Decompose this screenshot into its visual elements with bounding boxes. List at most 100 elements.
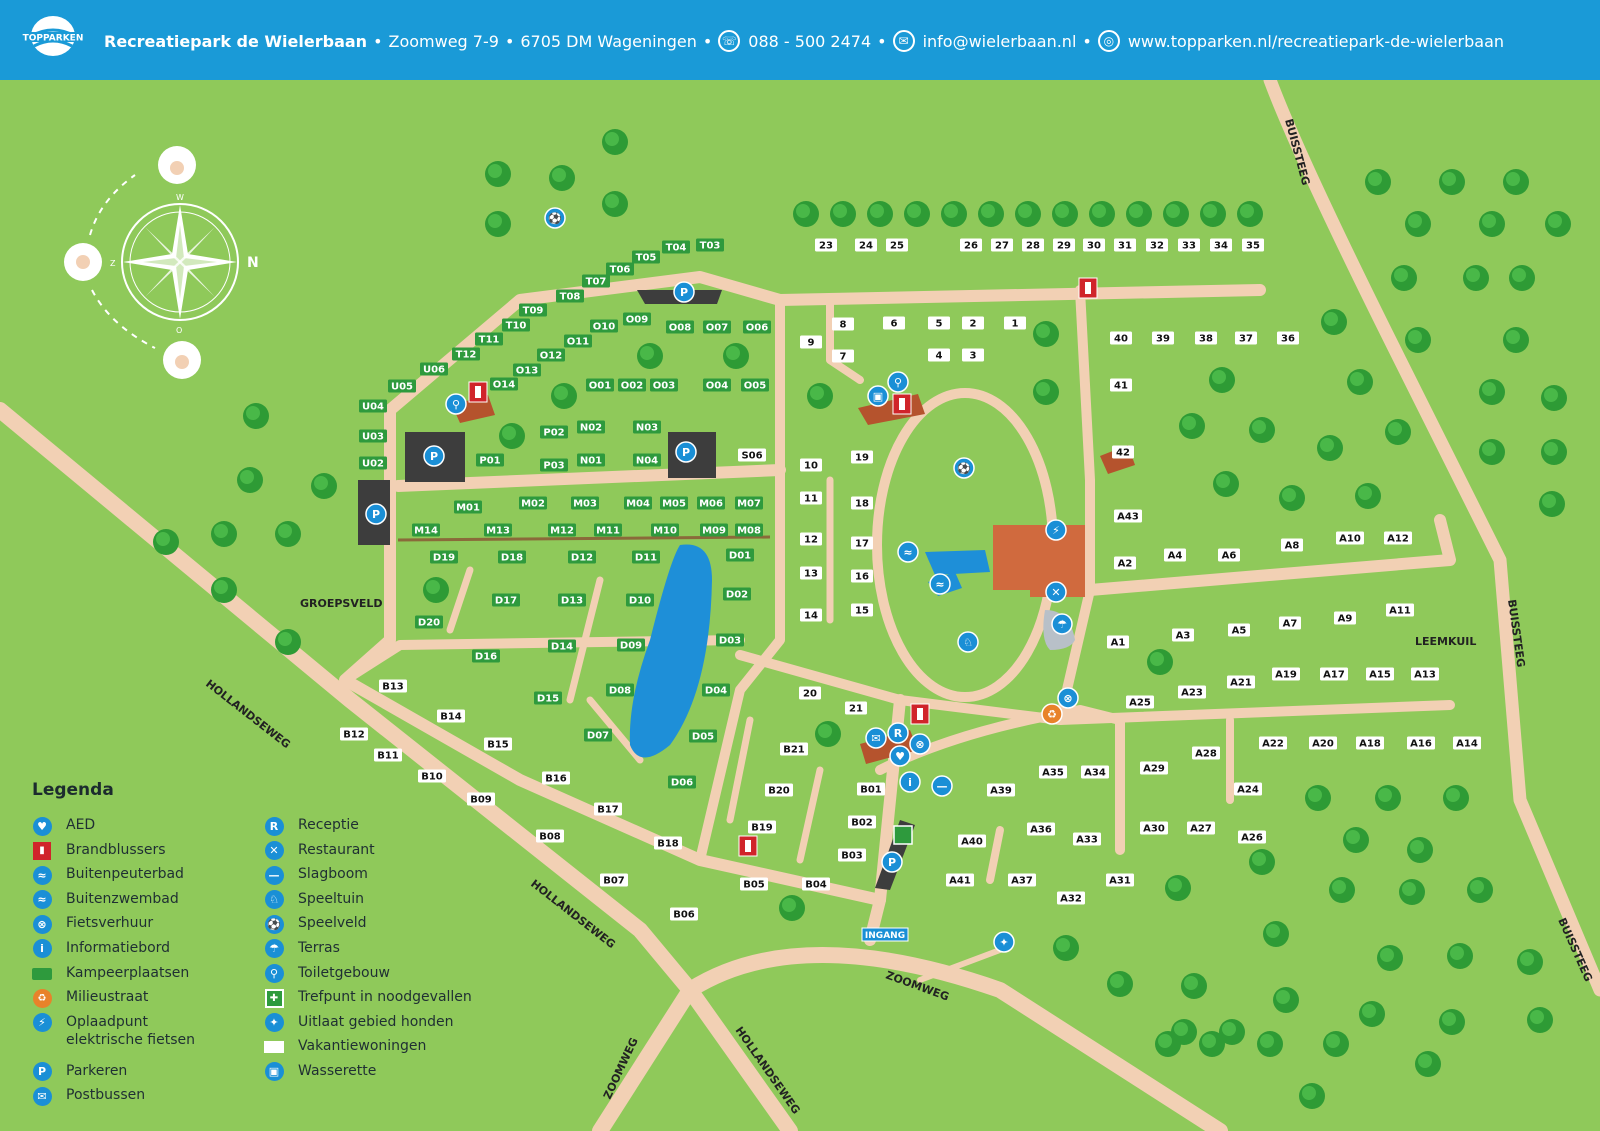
campsite-pitch[interactable]: M14 <box>412 523 440 537</box>
holiday-home-lot[interactable]: 32 <box>1146 238 1168 252</box>
holiday-home-lot[interactable]: 16 <box>851 569 873 583</box>
campsite-pitch[interactable]: N04 <box>633 453 661 467</box>
campsite-pitch[interactable]: M13 <box>484 523 512 537</box>
campsite-pitch[interactable]: M05 <box>660 496 688 510</box>
holiday-home-lot[interactable]: 8 <box>832 317 854 331</box>
campsite-pitch[interactable]: D11 <box>632 550 660 564</box>
phone-link[interactable]: 088 - 500 2474 <box>748 31 872 51</box>
holiday-home-lot[interactable]: A21 <box>1227 675 1255 689</box>
campsite-pitch[interactable]: P03 <box>540 458 568 472</box>
holiday-home-lot[interactable]: 23 <box>815 238 837 252</box>
holiday-home-lot[interactable]: B13 <box>379 679 407 693</box>
holiday-home-lot[interactable]: 1 <box>1004 316 1026 330</box>
campsite-pitch[interactable]: D09 <box>617 638 645 652</box>
holiday-home-lot[interactable]: 21 <box>845 701 867 715</box>
campsite-pitch[interactable]: O08 <box>666 320 694 334</box>
campsite-pitch[interactable]: U04 <box>359 399 387 413</box>
campsite-pitch[interactable]: D16 <box>472 649 500 663</box>
holiday-home-lot[interactable]: B01 <box>857 782 885 796</box>
campsite-pitch[interactable]: O07 <box>703 320 731 334</box>
holiday-home-lot[interactable]: A11 <box>1386 603 1414 617</box>
holiday-home-lot[interactable]: 24 <box>855 238 877 252</box>
campsite-pitch[interactable]: O06 <box>743 320 771 334</box>
holiday-home-lot[interactable]: A2 <box>1114 556 1136 570</box>
campsite-pitch[interactable]: N03 <box>633 420 661 434</box>
holiday-home-lot[interactable]: A33 <box>1073 832 1101 846</box>
holiday-home-lot[interactable]: A27 <box>1187 821 1215 835</box>
campsite-pitch[interactable]: M02 <box>519 496 547 510</box>
campsite-pitch[interactable]: T05 <box>632 250 660 264</box>
holiday-home-lot[interactable]: 17 <box>851 536 873 550</box>
holiday-home-lot[interactable]: B15 <box>484 737 512 751</box>
holiday-home-lot[interactable]: 26 <box>960 238 982 252</box>
holiday-home-lot[interactable]: B02 <box>848 815 876 829</box>
campsite-pitch[interactable]: M12 <box>548 523 576 537</box>
holiday-home-lot[interactable]: A13 <box>1411 667 1439 681</box>
campsite-pitch[interactable]: O02 <box>618 378 646 392</box>
holiday-home-lot[interactable]: B21 <box>780 742 808 756</box>
campsite-pitch[interactable]: O11 <box>564 334 592 348</box>
holiday-home-lot[interactable]: B12 <box>340 727 368 741</box>
holiday-home-lot[interactable]: 33 <box>1178 238 1200 252</box>
campsite-pitch[interactable]: M09 <box>700 523 728 537</box>
holiday-home-lot[interactable]: A16 <box>1407 736 1435 750</box>
campsite-pitch[interactable]: D04 <box>702 683 730 697</box>
campsite-pitch[interactable]: T07 <box>582 274 610 288</box>
campsite-pitch[interactable]: D14 <box>548 639 576 653</box>
holiday-home-lot[interactable]: A9 <box>1334 611 1356 625</box>
holiday-home-lot[interactable]: A10 <box>1336 531 1364 545</box>
holiday-home-lot[interactable]: 2 <box>962 316 984 330</box>
campsite-pitch[interactable]: D10 <box>626 593 654 607</box>
holiday-home-lot[interactable]: A28 <box>1192 746 1220 760</box>
holiday-home-lot[interactable]: A34 <box>1081 765 1109 779</box>
holiday-home-lot[interactable]: A15 <box>1366 667 1394 681</box>
campsite-pitch[interactable]: O04 <box>703 378 731 392</box>
holiday-home-lot[interactable]: 5 <box>928 316 950 330</box>
holiday-home-lot[interactable]: B07 <box>600 873 628 887</box>
campsite-pitch[interactable]: M01 <box>454 500 482 514</box>
campsite-pitch[interactable]: O12 <box>537 348 565 362</box>
holiday-home-lot[interactable]: B10 <box>418 769 446 783</box>
campsite-pitch[interactable]: D18 <box>498 550 526 564</box>
holiday-home-lot[interactable]: 9 <box>800 335 822 349</box>
website-link[interactable]: www.topparken.nl/recreatiepark-de-wieler… <box>1127 31 1505 51</box>
holiday-home-lot[interactable]: 38 <box>1195 331 1217 345</box>
holiday-home-lot[interactable]: A24 <box>1234 782 1262 796</box>
holiday-home-lot[interactable]: B06 <box>670 907 698 921</box>
holiday-home-lot[interactable]: 19 <box>851 450 873 464</box>
campsite-pitch[interactable]: N01 <box>577 453 605 467</box>
holiday-home-lot[interactable]: A35 <box>1039 765 1067 779</box>
holiday-home-lot[interactable]: A5 <box>1228 623 1250 637</box>
holiday-home-lot[interactable]: 37 <box>1235 331 1257 345</box>
campsite-pitch[interactable]: D13 <box>558 593 586 607</box>
holiday-home-lot[interactable]: B19 <box>748 820 776 834</box>
campsite-pitch[interactable]: D08 <box>606 683 634 697</box>
holiday-home-lot[interactable]: B08 <box>536 829 564 843</box>
holiday-home-lot[interactable]: B14 <box>437 709 465 723</box>
holiday-home-lot[interactable]: 6 <box>883 316 905 330</box>
holiday-home-lot[interactable]: A29 <box>1140 761 1168 775</box>
holiday-home-lot[interactable]: A32 <box>1057 891 1085 905</box>
holiday-home-lot[interactable]: B05 <box>740 877 768 891</box>
holiday-home-lot[interactable]: 29 <box>1053 238 1075 252</box>
holiday-home-lot[interactable]: A3 <box>1172 628 1194 642</box>
holiday-home-lot[interactable]: 42 <box>1112 445 1134 459</box>
campsite-pitch[interactable]: T06 <box>606 262 634 276</box>
holiday-home-lot[interactable]: B16 <box>542 771 570 785</box>
campsite-pitch[interactable]: O14 <box>490 377 518 391</box>
holiday-home-lot[interactable]: A14 <box>1453 736 1481 750</box>
holiday-home-lot[interactable]: 4 <box>928 348 950 362</box>
holiday-home-lot[interactable]: 31 <box>1114 238 1136 252</box>
campsite-pitch[interactable]: D19 <box>430 550 458 564</box>
holiday-home-lot[interactable]: S06 <box>738 448 766 462</box>
campsite-pitch[interactable]: O09 <box>623 312 651 326</box>
campsite-pitch[interactable]: M10 <box>651 523 679 537</box>
holiday-home-lot[interactable]: A39 <box>987 783 1015 797</box>
holiday-home-lot[interactable]: B18 <box>654 836 682 850</box>
holiday-home-lot[interactable]: A20 <box>1309 736 1337 750</box>
campsite-pitch[interactable]: U03 <box>359 429 387 443</box>
holiday-home-lot[interactable]: A7 <box>1279 616 1301 630</box>
email-link[interactable]: info@wielerbaan.nl <box>922 31 1077 51</box>
campsite-pitch[interactable]: U05 <box>388 379 416 393</box>
campsite-pitch[interactable]: U02 <box>359 456 387 470</box>
